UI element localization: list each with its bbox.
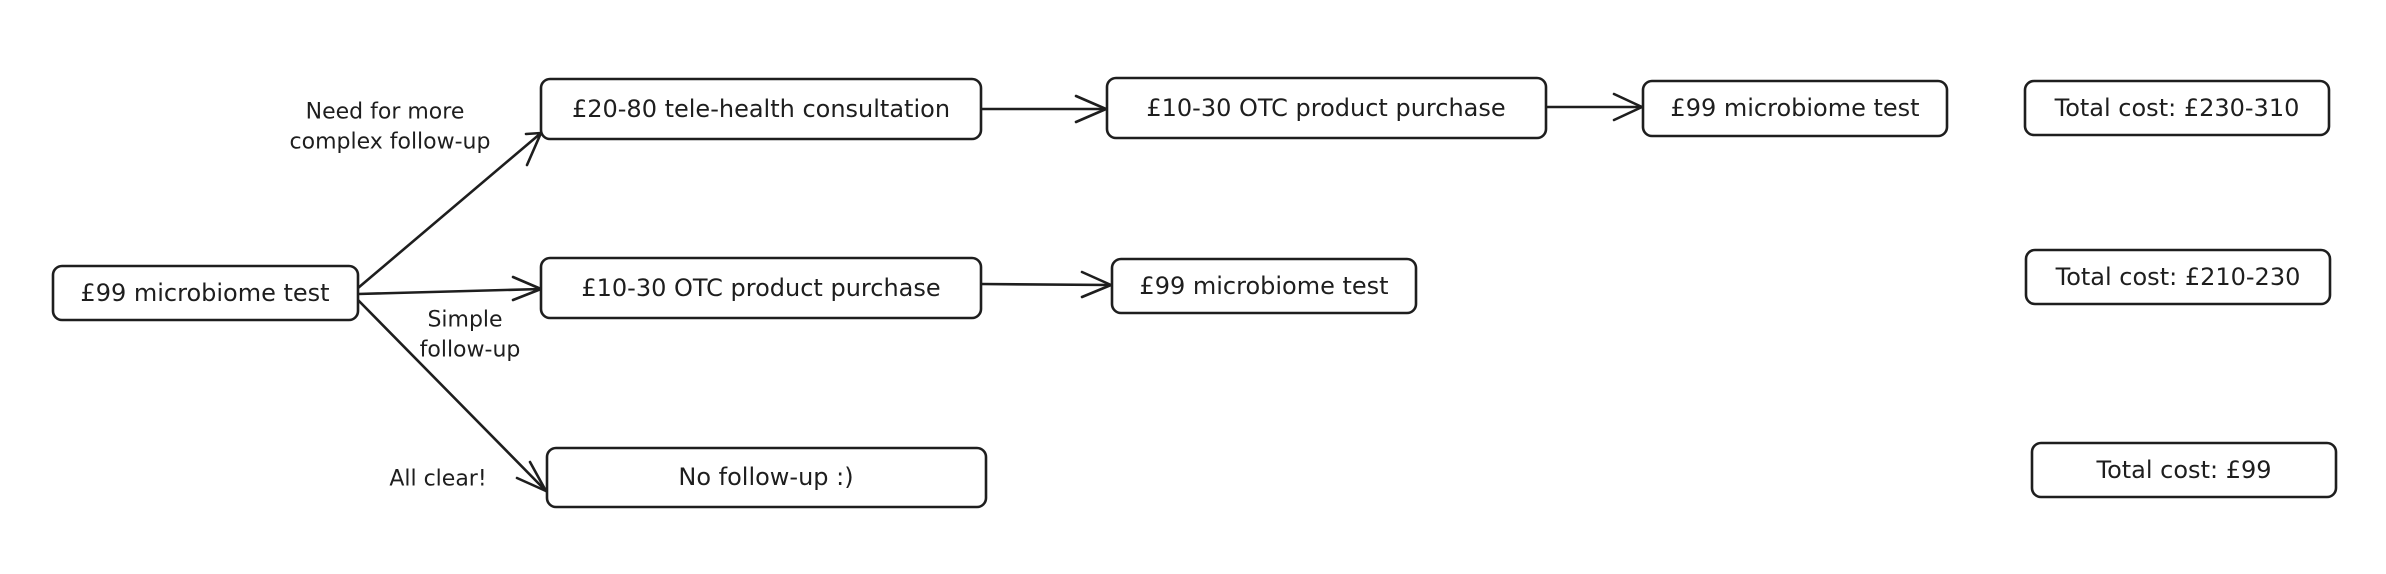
node-otc-top-label: £10-30 OTC product purchase	[1146, 94, 1505, 122]
node-total-bottom-label: Total cost: £99	[2096, 456, 2272, 484]
edge-labels: Need for more complex follow-up Simple f…	[290, 100, 521, 492]
node-start-test-label: £99 microbiome test	[80, 279, 329, 307]
label-simple-line1: Simple	[427, 308, 502, 333]
node-telehealth: £20-80 tele-health consultation	[539, 77, 983, 141]
node-total-bottom: Total cost: £99	[2030, 441, 2338, 499]
edge-start-to-otc-mid	[356, 275, 543, 302]
edge-start-to-telehealth	[356, 131, 543, 290]
label-complex-line1: Need for more	[306, 100, 465, 125]
label-all-clear: All clear!	[389, 467, 486, 492]
node-test-mid-label: £99 microbiome test	[1139, 272, 1388, 300]
node-total-mid-label: Total cost: £210-230	[2055, 263, 2301, 291]
edge-otc-mid-to-test-mid	[979, 270, 1113, 299]
label-complex-line2: complex follow-up	[290, 130, 491, 155]
edge-telehealth-to-otc-top	[979, 94, 1108, 124]
node-start-test: £99 microbiome test	[51, 264, 360, 322]
node-otc-mid: £10-30 OTC product purchase	[539, 256, 983, 320]
edge-otc-top-to-test-top	[1544, 92, 1644, 122]
node-test-mid: £99 microbiome test	[1110, 257, 1418, 315]
node-no-followup: No follow-up :)	[545, 446, 988, 509]
node-total-top-label: Total cost: £230-310	[2054, 94, 2300, 122]
label-simple-line2: follow-up	[420, 338, 521, 363]
node-test-top-label: £99 microbiome test	[1670, 94, 1919, 122]
node-telehealth-label: £20-80 tele-health consultation	[572, 95, 950, 123]
node-otc-top: £10-30 OTC product purchase	[1105, 76, 1548, 140]
node-otc-mid-label: £10-30 OTC product purchase	[581, 274, 940, 302]
node-test-top: £99 microbiome test	[1641, 79, 1949, 138]
node-total-mid: Total cost: £210-230	[2024, 248, 2332, 306]
node-no-followup-label: No follow-up :)	[678, 463, 853, 491]
node-total-top: Total cost: £230-310	[2023, 79, 2331, 137]
